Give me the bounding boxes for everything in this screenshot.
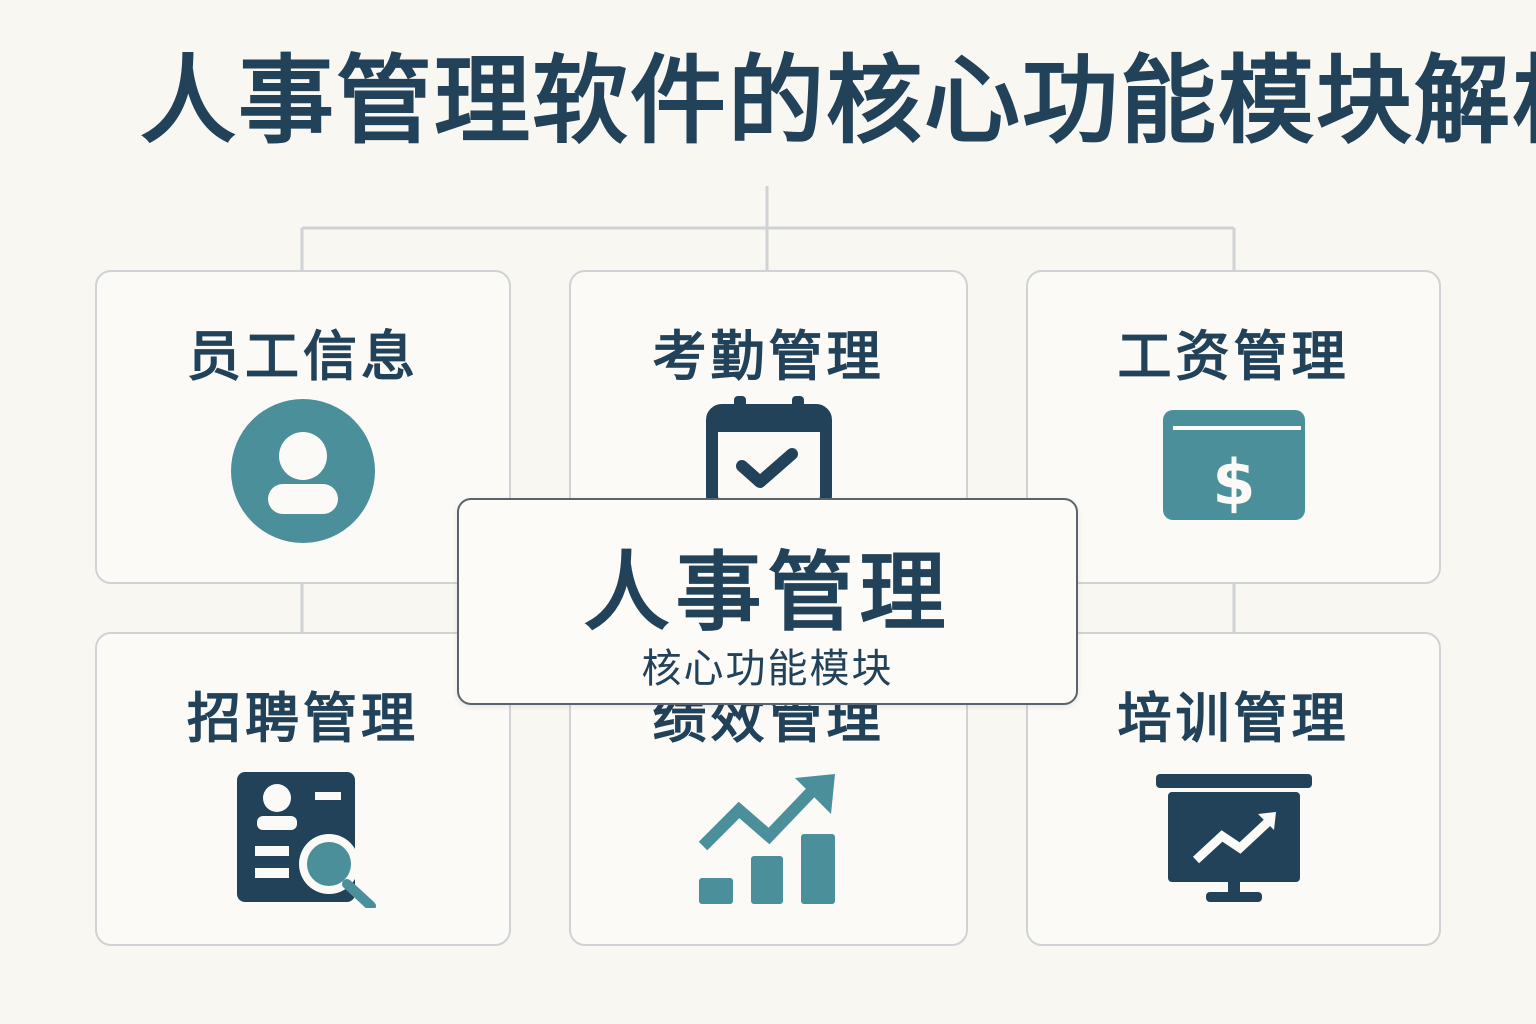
module-card-recruitment[interactable]: 招聘管理 bbox=[95, 632, 511, 946]
center-title: 人事管理 bbox=[583, 543, 952, 643]
page-title: 人事管理软件的核心功能模块解析 bbox=[140, 45, 1536, 157]
module-label: 培训管理 bbox=[1117, 687, 1350, 750]
dollar-wallet-icon: $ bbox=[1162, 410, 1305, 520]
module-label: 招聘管理 bbox=[187, 687, 419, 750]
bar-chart-trend-icon bbox=[698, 774, 835, 904]
center-subtitle: 核心功能模块 bbox=[641, 646, 894, 692]
module-label: 考勤管理 bbox=[652, 325, 885, 388]
center-hub[interactable]: 人事管理 核心功能模块 bbox=[457, 498, 1078, 705]
module-label: 员工信息 bbox=[187, 325, 419, 388]
module-card-payroll[interactable]: 工资管理 $ bbox=[1026, 270, 1441, 584]
module-card-training[interactable]: 培训管理 bbox=[1026, 632, 1441, 946]
presentation-chart-icon bbox=[1155, 774, 1312, 902]
module-card-employee-info[interactable]: 员工信息 bbox=[95, 270, 511, 584]
user-icon bbox=[231, 399, 375, 543]
calendar-check-icon bbox=[705, 396, 832, 506]
resume-search-icon bbox=[237, 772, 376, 908]
module-label: 工资管理 bbox=[1117, 325, 1350, 388]
svg-text:$: $ bbox=[1212, 446, 1255, 519]
